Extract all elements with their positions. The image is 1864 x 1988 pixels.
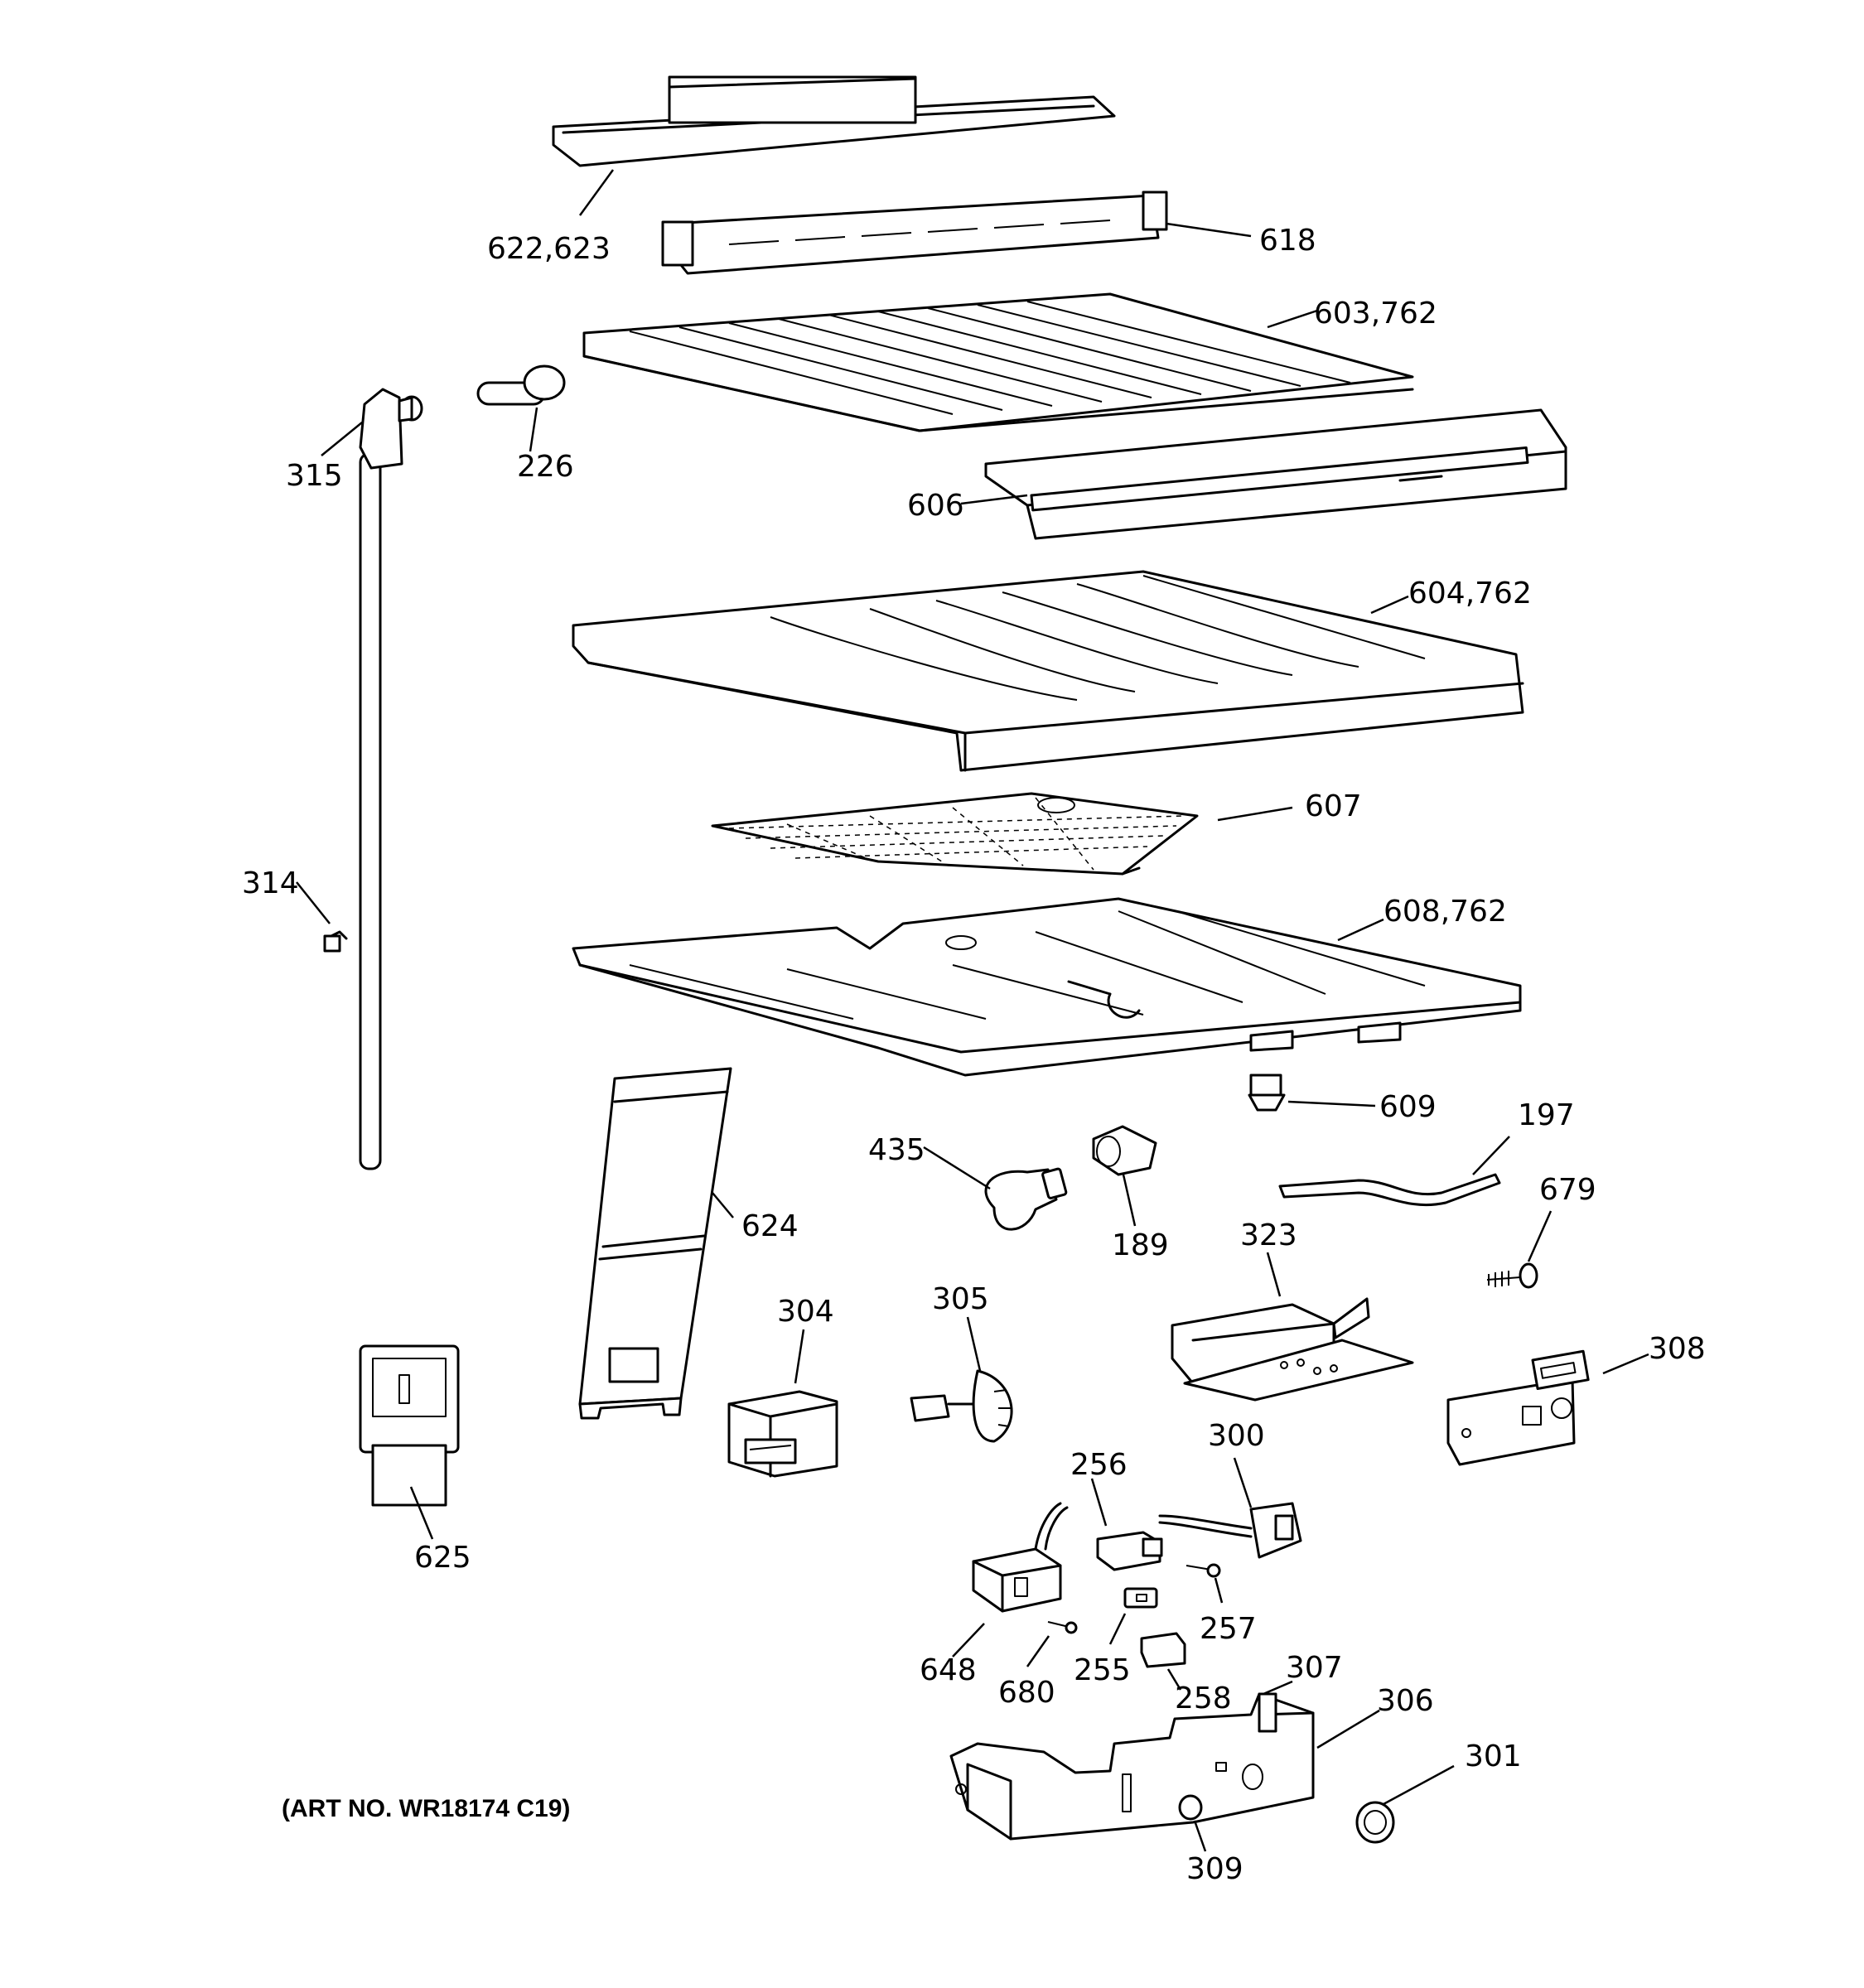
part-435-bulb [984, 1167, 1068, 1231]
part-624-panel [578, 1067, 732, 1420]
part-608-762-tray [572, 897, 1522, 1077]
callout-300: 300 [1208, 1419, 1265, 1453]
callout-323: 323 [1240, 1218, 1297, 1252]
part-606-frame [984, 408, 1567, 540]
callout-257: 257 [1200, 1612, 1257, 1646]
callout-304: 304 [777, 1295, 834, 1329]
part-603-762-shelf [582, 292, 1414, 432]
part-622-623-cover [552, 75, 1116, 167]
part-305-dial [910, 1369, 1013, 1443]
callout-603-762: 603,762 [1314, 297, 1437, 331]
part-679-screw [1486, 1262, 1538, 1289]
callout-189: 189 [1112, 1228, 1169, 1262]
callout-604-762: 604,762 [1408, 577, 1532, 610]
part-257-screw [1186, 1563, 1221, 1578]
callout-309: 309 [1186, 1852, 1243, 1886]
part-304-bracket [727, 1390, 838, 1478]
callout-255: 255 [1074, 1653, 1131, 1687]
callout-622-623: 622,623 [487, 232, 611, 266]
part-197-strap [1278, 1173, 1501, 1207]
callout-labels: 622,623 618 603,762 226 315 606 604,762 … [242, 224, 1706, 1886]
callout-607: 607 [1305, 789, 1362, 823]
callout-680: 680 [998, 1676, 1055, 1710]
callout-625: 625 [414, 1541, 471, 1575]
part-315-rod [359, 388, 423, 1170]
leader-lines [296, 169, 1649, 1852]
callout-648: 648 [920, 1653, 977, 1687]
callout-258: 258 [1175, 1682, 1232, 1715]
part-314-clip [323, 930, 348, 953]
part-300-thermostat [1158, 1502, 1302, 1559]
part-256-switch [1096, 1531, 1163, 1571]
callout-308: 308 [1649, 1332, 1706, 1366]
callout-314: 314 [242, 866, 299, 900]
part-306-housing [949, 1692, 1315, 1841]
part-189-socket [1092, 1125, 1157, 1176]
part-648-relay [972, 1502, 1069, 1613]
part-301-knob [1355, 1801, 1395, 1844]
callout-624: 624 [741, 1209, 799, 1243]
callout-256: 256 [1070, 1448, 1128, 1482]
callout-226: 226 [517, 450, 574, 484]
part-323-bracket [1171, 1297, 1414, 1402]
part-258-block [1140, 1632, 1186, 1668]
part-255-cap [1123, 1587, 1158, 1609]
part-618-bracket [661, 191, 1168, 275]
part-625-handle [359, 1344, 460, 1507]
art-number: (ART NO. WR18174 C19) [282, 1795, 570, 1822]
callout-306: 306 [1377, 1684, 1434, 1718]
part-607-mesh [711, 792, 1199, 876]
callout-315: 315 [286, 459, 343, 493]
part-680-screw [1047, 1621, 1078, 1634]
callout-609: 609 [1379, 1090, 1437, 1124]
part-308-plate [1446, 1349, 1590, 1466]
callout-307: 307 [1286, 1651, 1343, 1685]
callout-679: 679 [1539, 1173, 1596, 1207]
part-226 [476, 364, 566, 406]
callout-608-762: 608,762 [1384, 895, 1507, 929]
callout-305: 305 [932, 1282, 989, 1316]
part-309-plug [1178, 1794, 1203, 1821]
callout-301: 301 [1465, 1740, 1522, 1773]
part-604-762-pan [572, 570, 1524, 772]
callout-197: 197 [1518, 1098, 1575, 1132]
part-609-connector [1248, 1074, 1286, 1112]
callout-618: 618 [1259, 224, 1316, 258]
callout-606: 606 [907, 489, 964, 523]
callout-435: 435 [868, 1133, 925, 1167]
